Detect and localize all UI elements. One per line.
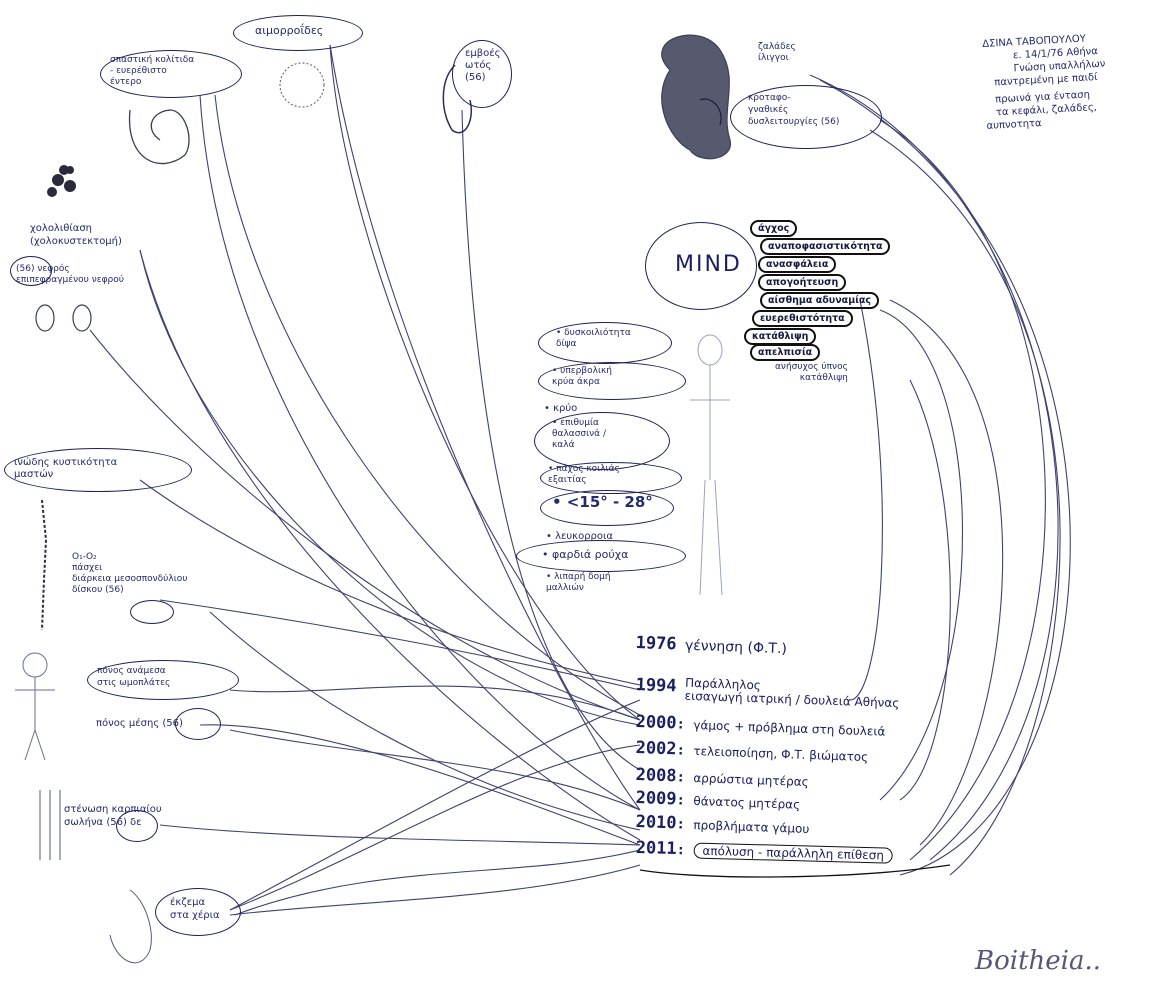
mind-tail-note: ανήσυχος ύπνος κατάθλιψη <box>775 362 848 383</box>
kidney-icon <box>35 304 92 332</box>
physical-note: • πάχος κοιλιάς εξαιτίας <box>548 464 620 485</box>
timeline-text: αρρώστια μητέρας <box>693 771 809 790</box>
timeline-underline <box>639 864 951 878</box>
spine-circle <box>130 600 174 624</box>
ear-bubble <box>452 40 512 108</box>
timeline-year: 2008 <box>635 765 677 787</box>
mind-item: απογοήτευση <box>758 274 847 291</box>
hand-bubble <box>155 888 241 936</box>
hand-label: έκζεμα στα χέρια <box>170 897 220 921</box>
timeline-year: 2009 <box>635 788 677 810</box>
mind-item: απελπισία <box>750 344 821 361</box>
colon-icon <box>128 109 190 165</box>
hemorrhoids-bubble <box>233 15 363 51</box>
connector-curves <box>89 44 1071 916</box>
waist-pain-circle <box>175 708 221 740</box>
mind-label: MIND <box>675 252 742 277</box>
hemorrhoids-label: αιμορροΐδες <box>255 24 324 37</box>
mind-item: ευερεθιστότητα <box>752 310 853 327</box>
back-pain-bubble <box>87 660 239 700</box>
timeline-year: 2010 <box>635 812 677 834</box>
timeline-year: 2002 <box>635 738 677 760</box>
timeline-text: προβλήματα γάμου <box>693 818 810 837</box>
physical-note: • υπερβολική κρύα άκρα <box>552 366 613 387</box>
ear-label: εμβοές ωτός (56) <box>465 48 501 83</box>
face-sketch-icon <box>661 34 731 160</box>
waist-pain-label: πόνος μέσης (56) <box>96 718 183 729</box>
timeline-text: γέννηση (Φ.Τ.) <box>684 637 788 658</box>
note-bubble <box>538 362 686 400</box>
mind-item: ανασφάλεια <box>758 256 837 273</box>
physical-note: • επιθυμία θαλασσινά / καλά <box>552 418 607 450</box>
standing-figure-icon <box>690 334 730 596</box>
mind-item: άγχος <box>750 220 798 237</box>
jaw-bubble <box>730 85 882 149</box>
colon-bubble <box>100 50 242 98</box>
gallbladder-label: χολολιθίαση (χολοκυστεκτομή) <box>30 223 122 247</box>
back-pain-label: πόνος ανάμεσα στις ωμοπλάτες <box>97 666 171 688</box>
timeline-year: 1994 <box>635 675 677 697</box>
gallstones-icon <box>47 165 76 197</box>
spine-label: Ο₁-Ο₂ πάσχει διάρκεια μεσοσπονδύλιου δίσ… <box>72 552 188 595</box>
breast-label: ινώδης κυστικότητα μαστών <box>14 457 118 480</box>
timeline-year: 2011 <box>635 838 677 860</box>
note-bubble <box>540 490 674 526</box>
physical-note: • λευκορροια <box>546 531 613 542</box>
ear-icon <box>442 64 472 134</box>
physical-note: • λιπαρή δομή μαλλιών <box>546 572 611 593</box>
body-outline-icon <box>15 652 55 761</box>
hairs-label: ζαλάδες ίλιγγοι <box>758 42 796 63</box>
timeline-text: θάνατος μητέρας <box>693 794 801 812</box>
physical-note: • δυσκοιλιότητα δίψα <box>556 328 631 349</box>
physical-note: • <15° - 28° <box>552 493 653 511</box>
patient-header-note: ΔΣΙΝΑ ΤΑΒΟΠΟΥΛΟΥ ε. 14/1/76 Αθήνα Γνώση … <box>982 32 1109 133</box>
hand-icon <box>39 790 152 964</box>
timeline-year: 2000 <box>635 712 677 734</box>
mind-bubble <box>645 222 757 310</box>
mind-item: αναποφασιστικότητα <box>760 238 891 255</box>
kidney-bubble <box>10 256 52 286</box>
physical-note: • κρύο <box>544 403 578 414</box>
kidney-label: (56) νεφρός επιπεφραγμένου νεφρού <box>16 264 124 285</box>
mind-item: αίσθημα αδυναμίας <box>760 292 880 309</box>
timeline-year: 1976 <box>635 633 677 655</box>
spine-icon <box>41 499 48 631</box>
breast-bubble <box>4 448 192 492</box>
physical-note: • φαρδιά ρούχα <box>542 548 629 561</box>
note-bubble <box>516 540 686 572</box>
signature: Boitheia.. <box>975 946 1102 976</box>
colon-label: σπαστική κολίτιδα - ευερέθιστο έντερο <box>110 55 195 87</box>
wrist-circle <box>116 810 158 842</box>
hemorrhoid-icon <box>279 62 325 108</box>
jaw-label: κροταφο- γναθικές δυσλειτουργίες (56) <box>748 93 840 127</box>
mind-item: κατάθλιψη <box>744 328 817 345</box>
